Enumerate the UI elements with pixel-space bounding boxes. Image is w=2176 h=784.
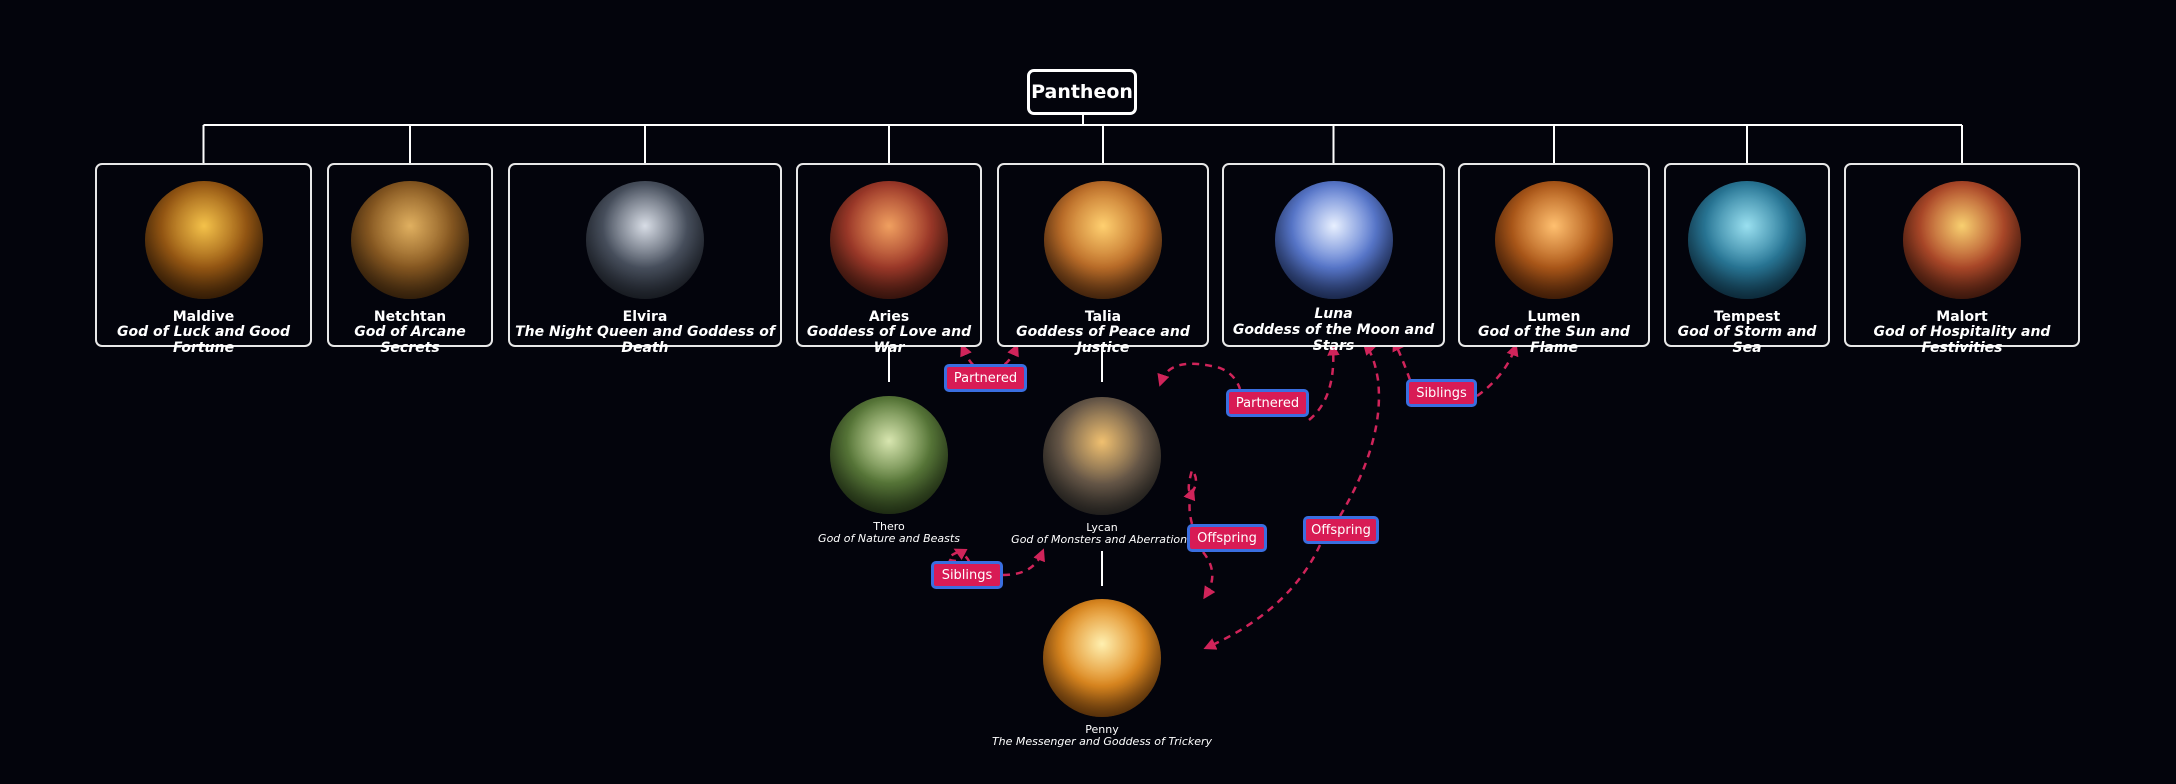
deity-name: Tempest <box>1713 309 1781 325</box>
deity-name: Maldive <box>172 309 235 325</box>
relation-badge-partnered[interactable]: Partnered <box>1226 389 1309 417</box>
relation-arrow <box>1183 487 1196 525</box>
deity-name: Aries <box>868 309 910 325</box>
deity-title: Goddess of Peace and Justice <box>1016 324 1190 356</box>
deity-title: Goddess of Love and War <box>806 324 972 356</box>
deity-name: Malort <box>1936 309 1988 325</box>
deity-title: God of Arcane Secrets <box>354 324 466 356</box>
deity-title: God of Storm and Sea <box>1677 324 1817 356</box>
penny-portrait <box>1043 599 1161 717</box>
deity-title: God of Luck and Good Fortune <box>116 324 291 356</box>
relation-arrow <box>947 550 959 563</box>
deity-title: God of the Sun and Flame <box>1478 324 1630 356</box>
relation-arrow <box>1001 343 1019 368</box>
lumen-portrait <box>1495 181 1613 299</box>
relation-arrow <box>1203 544 1322 650</box>
relation-arrow <box>1157 362 1242 390</box>
tempest-portrait <box>1688 181 1806 299</box>
relation-badge-offspring[interactable]: Offspring <box>1187 524 1267 552</box>
luna-portrait <box>1274 181 1393 299</box>
netchtan-portrait <box>351 181 469 299</box>
malort-portrait <box>1903 181 2021 299</box>
relation-arrow <box>1202 551 1216 600</box>
lycan-portrait <box>1043 397 1161 515</box>
deity-name: Elvira <box>622 309 668 325</box>
pantheon-root-node[interactable]: Pantheon <box>1027 69 1137 115</box>
deity-title: God of Nature and Beasts <box>818 532 960 545</box>
talia-portrait <box>1044 181 1162 299</box>
aries-portrait <box>830 181 948 299</box>
deity-name: Netchtan <box>373 309 447 325</box>
deity-title: God of Hospitality and Festivities <box>1873 324 2051 356</box>
thero-portrait <box>830 396 948 514</box>
deity-name: Luna <box>1314 306 1353 322</box>
deity-name: Lycan <box>1086 521 1118 534</box>
relation-badge-offspring[interactable]: Offspring <box>1303 516 1379 544</box>
relation-badge-siblings[interactable]: Siblings <box>931 561 1003 589</box>
relation-arrow <box>1392 338 1412 381</box>
relation-arrow <box>960 343 976 368</box>
relation-badge-partnered[interactable]: Partnered <box>944 364 1027 392</box>
deity-name: Penny <box>1085 723 1119 736</box>
deity-title: The Night Queen and Goddess of Death <box>515 324 775 356</box>
deity-name: Thero <box>873 520 905 533</box>
deity-title: Goddess of the Moon and Stars <box>1232 322 1435 354</box>
relation-arrow <box>1308 343 1340 421</box>
deity-name: Lumen <box>1527 309 1581 325</box>
relation-arrow <box>1476 343 1519 398</box>
relation-arrow <box>1338 342 1381 517</box>
relation-badge-siblings[interactable]: Siblings <box>1406 379 1477 407</box>
relation-arrow <box>1002 548 1045 577</box>
deity-name: Talia <box>1084 309 1122 325</box>
deity-title: The Messenger and Goddess of Trickery <box>991 735 1213 748</box>
maldive-portrait <box>144 181 263 299</box>
deity-title: God of Monsters and Aberrations <box>1011 533 1193 546</box>
elvira-portrait <box>586 181 704 299</box>
